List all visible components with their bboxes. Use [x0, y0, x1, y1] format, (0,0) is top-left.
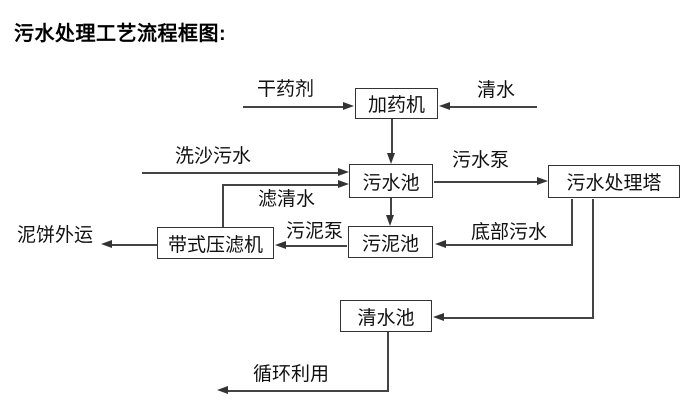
line-mud-cake [112, 244, 157, 246]
line-dosing-to-sewage [391, 119, 393, 155]
edge-label-sludge-pump: 污泥泵 [286, 221, 344, 242]
arrowhead-sewage-to-sludge-down-icon [386, 215, 394, 226]
arrowhead-dosing-to-sewage-down-icon [387, 153, 395, 164]
page-title: 污水处理工艺流程框图: [14, 23, 227, 45]
arrowhead-filtered-water-right-icon [338, 180, 349, 188]
line-dry-chemical [243, 106, 344, 108]
node-treatment-tower: 污水处理塔 [548, 165, 680, 198]
edge-label-sand-washing-sewage: 洗沙污水 [175, 146, 252, 167]
arrowhead-sand-washing-right-icon [338, 168, 349, 176]
line-tower-to-cleanpool-vertical [592, 199, 594, 319]
line-recycling-horizontal [228, 390, 389, 392]
edge-label-sewage-pump: 污水泵 [452, 150, 510, 171]
line-recycling-vertical [387, 332, 389, 391]
arrowhead-dry-chemical-right-icon [343, 102, 354, 110]
edge-label-filtered-water: 滤清水 [258, 189, 316, 210]
edge-label-dry-chemical: 干药剂 [257, 79, 315, 100]
arrowhead-sludge-pump-left-icon [275, 241, 286, 249]
line-filtered-water-vertical [222, 184, 224, 227]
node-dosing-machine: 加药机 [355, 88, 438, 119]
arrowhead-recycling-left-icon [217, 386, 228, 394]
line-sewage-to-sludge [390, 198, 392, 218]
edge-label-clean-water: 清水 [477, 80, 516, 101]
node-clean-water-pool: 清水池 [340, 300, 432, 332]
arrowhead-bottom-sewage-left-icon [435, 240, 446, 248]
line-sewage-pump [434, 181, 537, 183]
line-sludge-pump [286, 245, 347, 247]
arrowhead-tower-to-cleanpool-left-icon [433, 313, 444, 321]
line-filtered-water-horizontal [222, 184, 338, 186]
arrowhead-clean-water-left-icon [439, 102, 450, 110]
arrowhead-sewage-pump-right-icon [537, 177, 548, 185]
line-bottom-sewage-horizontal [446, 244, 573, 246]
line-clean-water [450, 106, 537, 108]
edge-label-bottom-sewage: 底部污水 [471, 222, 548, 243]
line-sand-washing-sewage [142, 172, 338, 174]
arrowhead-mud-cake-left-icon [101, 240, 112, 248]
edge-label-recycling: 循环利用 [253, 364, 330, 385]
node-sludge-pool: 污泥池 [348, 226, 433, 258]
node-sewage-pool: 污水池 [349, 164, 433, 198]
edge-label-mud-cake-outbound: 泥饼外运 [17, 225, 94, 246]
line-tower-to-cleanpool-horizontal [444, 317, 594, 319]
line-bottom-sewage-vertical [571, 199, 573, 246]
node-belt-filter-press: 带式压滤机 [157, 227, 274, 259]
